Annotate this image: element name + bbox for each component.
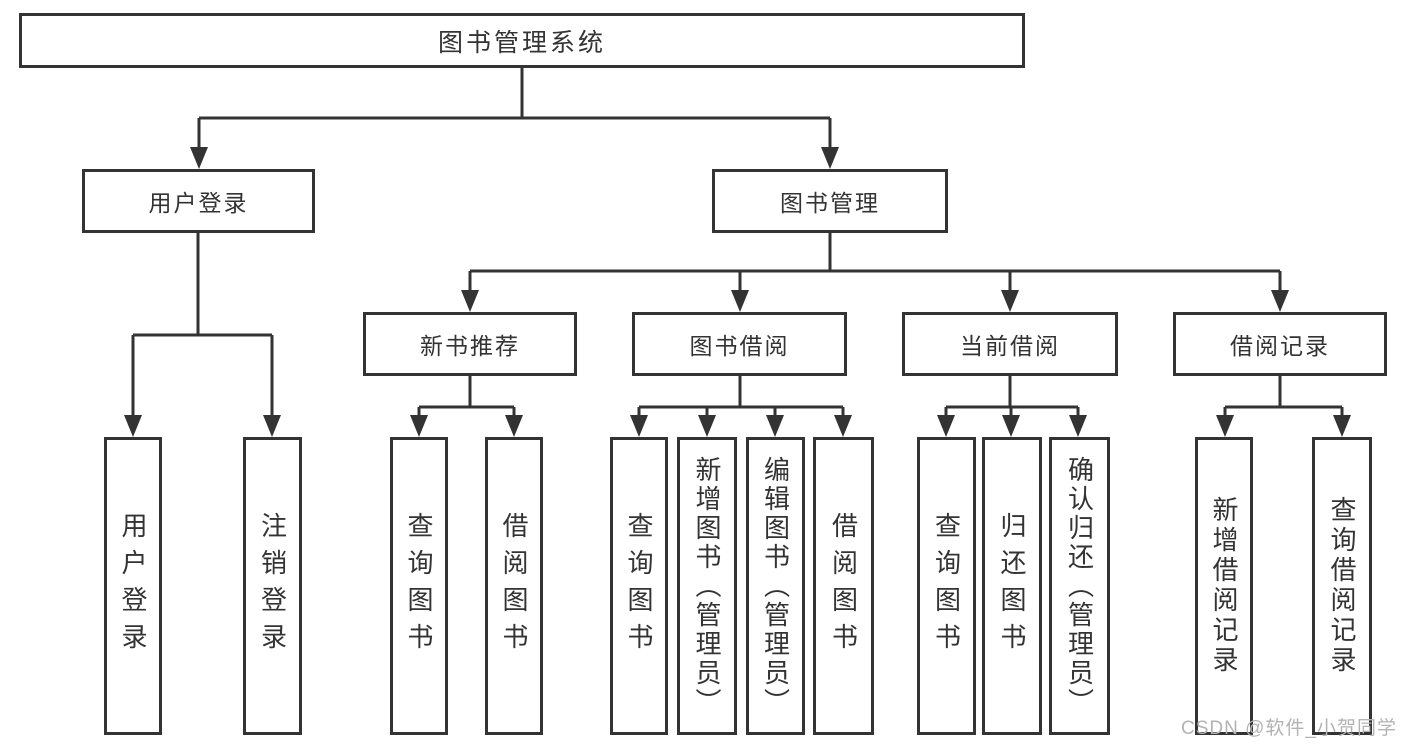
node-book-borrowing-label: 图书借阅 bbox=[689, 333, 790, 359]
leaf-return-books: 归还图书 bbox=[982, 437, 1042, 735]
leaf-borrow-books-recommend: 借阅图书 bbox=[485, 437, 543, 735]
arrowhead-down-icon bbox=[505, 415, 523, 437]
leaf-query-books-borrow: 查询图书 bbox=[610, 437, 668, 735]
connector-user-login-children bbox=[124, 233, 281, 437]
leaf-add-books-admin: 新增图书（管理员） bbox=[677, 437, 737, 735]
leaf-borrow-books: 借阅图书 bbox=[813, 437, 874, 735]
arrowhead-down-icon bbox=[1216, 415, 1234, 437]
node-root: 图书管理系统 bbox=[19, 13, 1025, 68]
leaf-query-borrow-record: 查询借阅记录 bbox=[1312, 437, 1372, 735]
leaf-borrow-books-label: 借阅图书 bbox=[828, 512, 859, 660]
arrowhead-down-icon bbox=[766, 415, 784, 437]
leaf-query-books-current-label: 查询图书 bbox=[931, 512, 962, 660]
arrowhead-down-icon bbox=[1001, 290, 1019, 312]
node-user-login-label: 用户登录 bbox=[148, 190, 249, 216]
leaf-return-books-label: 归还图书 bbox=[997, 512, 1027, 660]
leaf-query-borrow-record-label: 查询借阅记录 bbox=[1327, 496, 1357, 676]
leaf-user-login-label: 用户登录 bbox=[118, 512, 148, 660]
leaf-logout: 注销登录 bbox=[243, 437, 302, 735]
leaf-confirm-return-admin: 确认归还（管理员） bbox=[1049, 437, 1110, 735]
node-borrowing-records-label: 借阅记录 bbox=[1230, 333, 1330, 359]
arrowhead-down-icon bbox=[937, 415, 955, 437]
leaf-query-books-recommend-label: 查询图书 bbox=[404, 512, 434, 660]
leaf-user-login: 用户登录 bbox=[104, 437, 162, 735]
node-current-borrowing-label: 当前借阅 bbox=[960, 333, 1060, 359]
node-book-management-label: 图书管理 bbox=[780, 190, 880, 216]
node-book-management: 图书管理 bbox=[712, 169, 948, 233]
arrowhead-down-icon bbox=[1271, 290, 1289, 312]
connector-root-to-level2 bbox=[190, 68, 839, 169]
connector-current-borrowing-children bbox=[937, 376, 1087, 437]
leaf-query-books-recommend: 查询图书 bbox=[390, 437, 448, 735]
arrowhead-down-icon bbox=[630, 415, 648, 437]
node-user-login: 用户登录 bbox=[82, 169, 315, 233]
leaf-edit-books-admin: 编辑图书（管理员） bbox=[746, 437, 805, 735]
arrowhead-down-icon bbox=[1002, 415, 1020, 437]
connector-borrowing-records-children bbox=[1216, 376, 1351, 437]
watermark: CSDN @软件_小贺同学 bbox=[1181, 718, 1397, 739]
leaf-edit-books-admin-label: 编辑图书（管理员） bbox=[760, 455, 791, 717]
node-new-book-recommend: 新书推荐 bbox=[363, 312, 577, 376]
arrowhead-down-icon bbox=[263, 415, 281, 437]
arrowhead-down-icon bbox=[834, 415, 852, 437]
connector-book-management-to-level3 bbox=[461, 233, 1289, 312]
arrowhead-down-icon bbox=[1333, 415, 1351, 437]
arrowhead-down-icon bbox=[698, 415, 716, 437]
leaf-borrow-books-recommend-label: 借阅图书 bbox=[499, 512, 529, 660]
leaf-logout-label: 注销登录 bbox=[257, 512, 288, 660]
arrowhead-down-icon bbox=[731, 290, 749, 312]
node-book-borrowing: 图书借阅 bbox=[632, 312, 847, 376]
arrowhead-down-icon bbox=[124, 415, 142, 437]
connector-book-borrowing-children bbox=[630, 376, 852, 437]
leaf-query-books-borrow-label: 查询图书 bbox=[624, 512, 654, 660]
arrowhead-down-icon bbox=[1069, 415, 1087, 437]
arrowhead-down-icon bbox=[821, 147, 839, 169]
arrowhead-down-icon bbox=[190, 147, 208, 169]
arrowhead-down-icon bbox=[461, 290, 479, 312]
leaf-add-books-admin-label: 新增图书（管理员） bbox=[692, 455, 722, 717]
connector-new-book-recommend-children bbox=[410, 376, 523, 437]
node-new-book-recommend-label: 新书推荐 bbox=[420, 333, 520, 359]
leaf-confirm-return-admin-label: 确认归还（管理员） bbox=[1064, 455, 1095, 717]
leaf-add-borrow-record-label: 新增借阅记录 bbox=[1209, 496, 1239, 676]
node-borrowing-records: 借阅记录 bbox=[1173, 312, 1387, 376]
node-root-label: 图书管理系统 bbox=[437, 28, 606, 57]
leaf-query-books-current: 查询图书 bbox=[917, 437, 976, 735]
node-current-borrowing: 当前借阅 bbox=[902, 312, 1118, 376]
arrowhead-down-icon bbox=[410, 415, 428, 437]
leaf-add-borrow-record: 新增借阅记录 bbox=[1195, 437, 1253, 735]
